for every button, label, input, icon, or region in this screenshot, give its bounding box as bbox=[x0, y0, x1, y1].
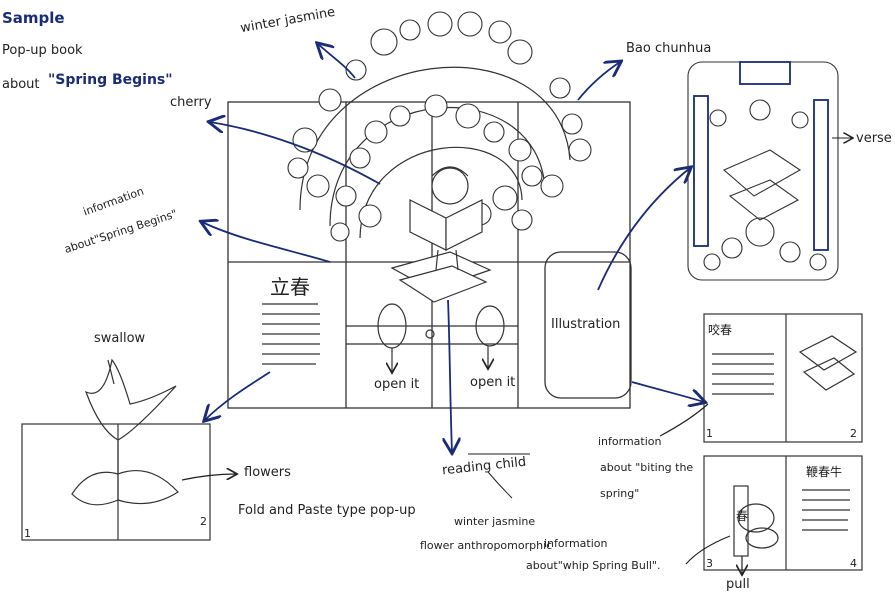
label-fold-paste: Fold and Paste type pop-up bbox=[238, 504, 416, 519]
label-open-it-1: open it bbox=[374, 378, 419, 393]
reading-child bbox=[392, 167, 490, 302]
label-flowers: flowers bbox=[244, 466, 291, 481]
page-number-1b: 1 bbox=[706, 428, 713, 441]
swallow-book bbox=[22, 360, 236, 540]
label-chun-bottom: 春 bbox=[736, 510, 748, 524]
label-illustration: Illustration bbox=[551, 318, 620, 333]
blossoms bbox=[288, 12, 591, 241]
page-number-2b: 2 bbox=[850, 428, 857, 441]
open-it-flaps bbox=[378, 304, 504, 372]
label-open-it-2: open it bbox=[470, 376, 515, 391]
label-yaochun: 咬春 bbox=[708, 324, 732, 338]
page-number-4: 4 bbox=[850, 558, 857, 571]
title-about-prefix: about bbox=[2, 78, 40, 93]
bao-chunhua-drawing bbox=[688, 62, 852, 280]
label-swallow: swallow bbox=[94, 332, 145, 347]
label-lichun: 立春 bbox=[270, 276, 310, 299]
label-winter-jasmine-flower-2: flower anthropomorphic bbox=[420, 540, 552, 553]
label-info-whip-2: about"whip Spring Bull". bbox=[526, 560, 660, 573]
title-spring-begins: "Spring Begins" bbox=[48, 72, 173, 88]
title-sample: Sample bbox=[2, 10, 65, 27]
label-cherry: cherry bbox=[170, 96, 212, 111]
label-winter-jasmine-flower-1: winter jasmine bbox=[454, 516, 535, 529]
label-bianchunniu: 鞭春牛 bbox=[806, 466, 842, 480]
label-bao-chunhua: Bao chunhua bbox=[626, 42, 711, 57]
label-info-biting-1: information bbox=[598, 436, 662, 449]
label-verse: verse bbox=[856, 132, 892, 147]
biting-spring-book bbox=[660, 314, 862, 442]
page-number-2: 2 bbox=[200, 516, 207, 529]
label-info-biting-2: about "biting the bbox=[600, 462, 693, 475]
title-popup-book: Pop-up book bbox=[2, 44, 83, 59]
page-number-3: 3 bbox=[706, 558, 713, 571]
page-number-1: 1 bbox=[24, 528, 31, 541]
label-pull: pull bbox=[726, 578, 750, 593]
label-info-whip-1: information bbox=[544, 538, 608, 551]
label-info-biting-3: spring" bbox=[600, 488, 639, 501]
